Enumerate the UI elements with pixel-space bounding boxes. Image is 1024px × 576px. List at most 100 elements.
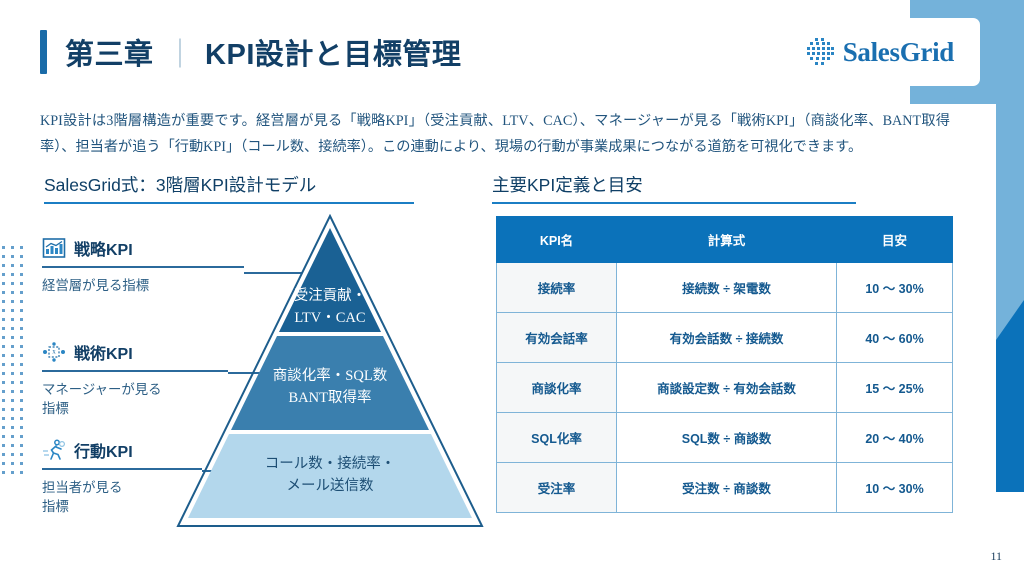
- right-band-upper: [996, 0, 1024, 340]
- decorative-dot: [2, 426, 5, 429]
- decorative-dot: [2, 255, 5, 258]
- decorative-dot: [2, 282, 5, 285]
- decorative-dot: [20, 435, 23, 438]
- dot-grid-decoration: [2, 246, 28, 478]
- decorative-dot: [2, 264, 5, 267]
- decorative-dot: [20, 471, 23, 474]
- layer-action-desc: 担当者が見る 指標: [42, 478, 202, 517]
- decorative-dot: [11, 390, 14, 393]
- decorative-dot: [11, 246, 14, 249]
- layer-item-tactical: x 戦術KPI マネージャーが見る 指標: [42, 340, 228, 418]
- kpi-name-cell: SQL化率: [496, 412, 617, 463]
- decorative-dot: [2, 363, 5, 366]
- decorative-dot: [20, 300, 23, 303]
- brand-logo: SalesGrid: [805, 37, 954, 68]
- kpi-formula-cell: 商談設定数 ÷ 有効会話数: [616, 362, 837, 413]
- decorative-dot: [20, 354, 23, 357]
- column-header-name: KPI名: [496, 216, 617, 263]
- decorative-dot: [2, 417, 5, 420]
- layer-item-strategic: 戦略KPI 経営層が見る指標: [42, 236, 244, 295]
- decorative-dot: [2, 471, 5, 474]
- kpi-name-cell: 有効会話率: [496, 312, 617, 363]
- connector-line-strategic: [244, 272, 302, 274]
- decorative-dot: [20, 390, 23, 393]
- decorative-dot: [2, 246, 5, 249]
- section-heading-model: SalesGrid式：3階層KPI設計モデル: [44, 172, 414, 204]
- decorative-dot: [11, 255, 14, 258]
- connector-line-tactical: [228, 372, 286, 374]
- column-header-target: 目安: [836, 216, 953, 263]
- decorative-dot: [2, 444, 5, 447]
- decorative-dot: [11, 435, 14, 438]
- decorative-dot: [2, 354, 5, 357]
- layer-action-head: 行動KPI: [42, 438, 202, 462]
- pyramid-tier-tactical: [231, 336, 429, 430]
- decorative-dot: [20, 417, 23, 420]
- layer-divider: [42, 266, 244, 268]
- grid-dots-icon: [806, 38, 834, 65]
- kpi-name-cell: 受注率: [496, 462, 617, 513]
- kpi-target-cell: 40 ～ 60%: [836, 312, 953, 363]
- decorative-dot: [11, 372, 14, 375]
- decorative-dot: [2, 435, 5, 438]
- decorative-dot: [20, 426, 23, 429]
- layer-strategic-desc: 経営層が見る指標: [42, 277, 150, 293]
- decorative-dot: [2, 453, 5, 456]
- decorative-dot: [2, 309, 5, 312]
- decorative-dot: [2, 390, 5, 393]
- title-separator: ｜: [165, 39, 196, 71]
- decorative-dot: [20, 309, 23, 312]
- kpi-target-cell: 10 ～ 30%: [836, 462, 953, 513]
- decorative-dot: [20, 282, 23, 285]
- decorative-dot: [20, 462, 23, 465]
- decorative-dot: [11, 318, 14, 321]
- pyramid-tier-strategic: [279, 228, 381, 332]
- slide-header: 第三章｜KPI設計と目標管理 Sales: [18, 18, 980, 86]
- layer-tactical-name: 戦術KPI: [74, 346, 133, 363]
- kpi-name-cell: 接続率: [496, 262, 617, 313]
- decorative-dot: [20, 372, 23, 375]
- decorative-dot: [11, 354, 14, 357]
- pyramid-tier-action: [188, 434, 472, 518]
- layer-divider: [42, 468, 202, 470]
- decorative-dot: [2, 336, 5, 339]
- decorative-dot: [2, 462, 5, 465]
- section-rule: [44, 201, 414, 204]
- decorative-dot: [2, 273, 5, 276]
- layer-action-desc-l2: 指標: [42, 499, 69, 515]
- section-rule: [492, 201, 856, 204]
- layer-tactical-desc-l1: マネージャーが見る: [42, 381, 162, 397]
- decorative-dot: [11, 327, 14, 330]
- layer-strategic-head: 戦略KPI: [42, 236, 244, 260]
- decorative-dot: [11, 453, 14, 456]
- layer-strategic-name: 戦略KPI: [74, 242, 133, 259]
- running-person-icon: [43, 439, 66, 460]
- decorative-dot: [11, 399, 14, 402]
- decorative-dot: [11, 345, 14, 348]
- kpi-target-cell: 10 ～ 30%: [836, 262, 953, 313]
- decorative-dot: [20, 327, 23, 330]
- bar-chart-icon: [42, 238, 66, 258]
- decorative-dot: [20, 408, 23, 411]
- decorative-dot: [11, 417, 14, 420]
- layer-action-desc-l1: 担当者が見る: [42, 479, 123, 495]
- decorative-dot: [20, 444, 23, 447]
- decorative-dot: [2, 345, 5, 348]
- decorative-dot: [2, 291, 5, 294]
- layer-tactical-desc: マネージャーが見る 指標: [42, 380, 228, 419]
- decorative-dot: [2, 327, 5, 330]
- pyramid-outline: [176, 213, 484, 527]
- layer-tactical-desc-l2: 指標: [42, 401, 69, 417]
- layer-divider: [42, 370, 228, 372]
- kpi-formula-cell: 受注数 ÷ 商談数: [616, 462, 837, 513]
- decorative-dot: [2, 300, 5, 303]
- decorative-dot: [20, 345, 23, 348]
- section-heading-table-label: 主要KPI定義と目安: [492, 175, 643, 195]
- decorative-dot: [20, 255, 23, 258]
